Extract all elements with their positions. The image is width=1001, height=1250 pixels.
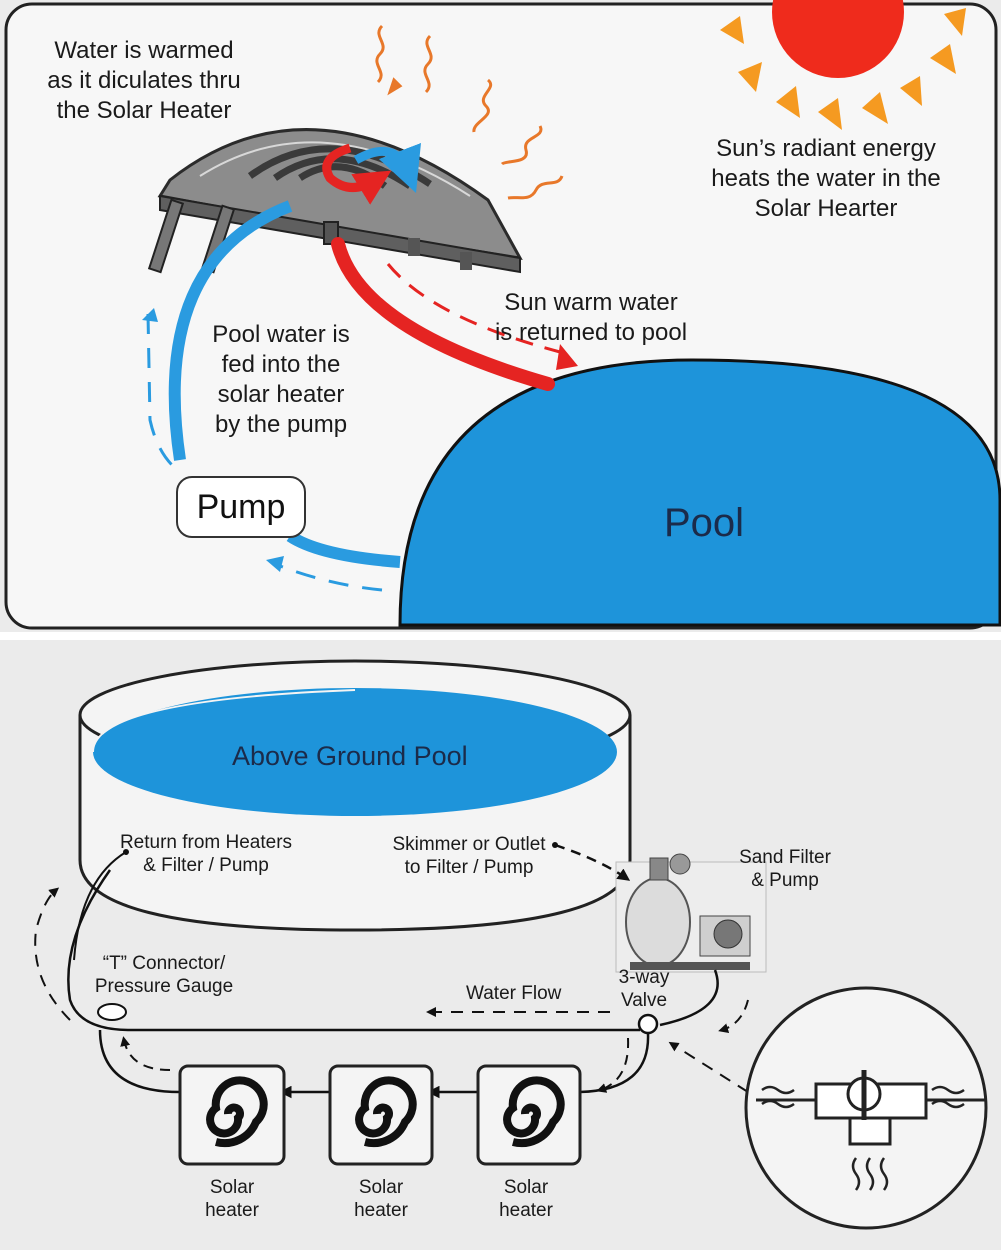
pipe-filter-to-valve — [659, 969, 719, 1027]
feed-arrow-up-icon — [142, 308, 158, 322]
t-connector-label-line: Pressure Gauge — [94, 976, 234, 997]
feed-text-line: fed into the — [221, 351, 341, 378]
sun-text-line: Sun’s radiant energy — [716, 135, 936, 162]
return-text: Sun warm water is returned to pool — [486, 288, 696, 348]
return-flow-line — [386, 263, 561, 354]
skimmer-flow-line — [554, 843, 631, 881]
solar-heater-3-label: Solar heater — [484, 1176, 568, 1222]
sand-filter-pump-icon — [615, 853, 767, 973]
warm-text-line: Water is warmed — [54, 37, 234, 64]
valve-label-line: 3-way — [618, 967, 670, 988]
feed-text-line: by the pump — [214, 411, 348, 438]
return-from-heaters-label: Return from Heaters & Filter / Pump — [108, 831, 304, 877]
warm-text-line: as it diculates thru — [47, 67, 241, 94]
skimmer-label: Skimmer or Outlet to Filter / Pump — [384, 833, 554, 879]
sun-text: Sun’s radiant energy heats the water in … — [696, 134, 956, 224]
warm-text-line: the Solar Heater — [56, 97, 232, 124]
feed-pipe-lower — [286, 530, 401, 568]
heater-label-line: Solar — [209, 1177, 255, 1198]
solar-heater-2-label: Solar heater — [339, 1176, 423, 1222]
t-connector-label-line: “T” Connector/ — [102, 953, 226, 974]
heater-label-line: Solar — [358, 1177, 404, 1198]
feed-pipe-upper — [168, 200, 293, 461]
t-connector-icon — [97, 1003, 127, 1021]
return-pipe — [331, 237, 555, 391]
sun-icon — [720, 0, 966, 130]
feed-text: Pool water is fed into the solar heater … — [196, 320, 366, 440]
pipe-return — [67, 869, 640, 1032]
water-flow-label: Water Flow — [466, 983, 562, 1004]
heat-waves-icon — [375, 24, 564, 200]
valve-label-line: Valve — [620, 990, 668, 1011]
pipe-valve-to-heaters — [579, 1033, 650, 1094]
feed-flow-line-left — [146, 313, 181, 474]
heater-label-line: heater — [354, 1200, 408, 1221]
return-label-line: & Filter / Pump — [143, 855, 269, 876]
t-connector-label: “T” Connector/ Pressure Gauge — [84, 952, 244, 998]
solar-dome-heater-icon — [147, 128, 523, 274]
top-diagram — [4, 0, 1001, 630]
solar-heater-3-icon — [476, 1064, 582, 1166]
solar-heater-1-label: Solar heater — [190, 1176, 274, 1222]
skimmer-label-line: Skimmer or Outlet — [392, 834, 546, 855]
pump-label: Pump — [196, 487, 286, 526]
valve-detail-icon — [744, 986, 988, 1230]
sand-filter-label: Sand Filter & Pump — [730, 846, 840, 892]
above-ground-pool-label: Above Ground Pool — [232, 741, 468, 771]
above-ground-pool — [78, 659, 632, 932]
solar-heater-2-icon — [328, 1064, 434, 1166]
return-text-line: is returned to pool — [494, 319, 688, 346]
feed-text-line: solar heater — [217, 381, 345, 408]
three-way-valve-icon — [637, 1013, 659, 1035]
feed-text-line: Pool water is — [212, 321, 350, 348]
skimmer-label-line: to Filter / Pump — [404, 857, 534, 878]
sand-filter-label-line: & Pump — [751, 870, 819, 891]
return-label-line: Return from Heaters — [119, 832, 293, 853]
pipe-heaters-to-tee — [98, 1029, 181, 1094]
pump-box: Pump — [176, 476, 306, 538]
heater-label-line: heater — [499, 1200, 553, 1221]
three-way-valve-label: 3-way Valve — [604, 966, 684, 1012]
warm-text: Water is warmed as it diculates thru the… — [34, 36, 254, 126]
heater-label-line: Solar — [503, 1177, 549, 1198]
return-text-line: Sun warm water — [504, 289, 678, 316]
flow-line-left — [34, 887, 71, 1021]
solar-heater-1-icon — [178, 1064, 286, 1166]
sand-filter-label-line: Sand Filter — [739, 847, 831, 868]
feed-arrow-left-icon — [266, 556, 284, 572]
sun-text-line: heats the water in the — [711, 165, 941, 192]
feed-flow-line-bottom — [279, 564, 383, 592]
pool-label: Pool — [664, 501, 745, 545]
return-arrow-icon — [556, 344, 578, 370]
heater-label-line: heater — [205, 1200, 259, 1221]
sun-text-line: Solar Hearter — [754, 195, 898, 222]
pool-shape — [398, 358, 1001, 627]
